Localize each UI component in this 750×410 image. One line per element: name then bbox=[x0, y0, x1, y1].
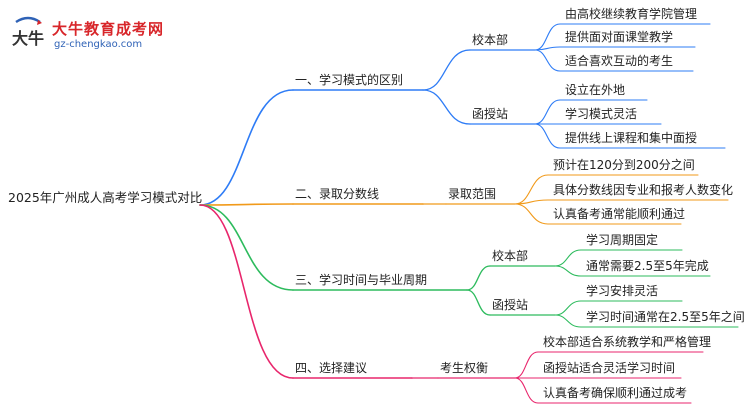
logo-mark-text: 大牛 bbox=[12, 29, 44, 48]
branch-connector-3 bbox=[199, 204, 294, 291]
leaf-connector-3-2-2 bbox=[554, 314, 582, 328]
leaf-connector-1-2-1 bbox=[534, 99, 561, 125]
leaf-connector-3-1-2 bbox=[554, 265, 582, 277]
leaf-3-2-1: 学习安排灵活 bbox=[586, 284, 659, 298]
leaf-connector-1-1-1 bbox=[534, 23, 561, 51]
leaf-connector-2-1-3 bbox=[514, 203, 549, 225]
root-topic: 2025年广州成人高考学习模式对比 bbox=[8, 190, 203, 205]
logo-url: gz-chengkao.com bbox=[54, 39, 143, 50]
leaf-2-1-1: 预计在120分到200分之间 bbox=[553, 158, 695, 172]
leaf-4-1-3: 认真备考确保顺利通过成考 bbox=[543, 386, 688, 400]
sub-topic-1-1: 校本部 bbox=[472, 33, 509, 47]
leaf-2-1-2: 具体分数线因专业和报考人数变化 bbox=[553, 183, 734, 197]
leaf-1-1-1: 由高校继续教育学院管理 bbox=[565, 7, 698, 21]
branch-label-2: 二、录取分数线 bbox=[295, 187, 380, 201]
leaf-4-1-2: 函授站适合灵活学习时间 bbox=[543, 361, 676, 375]
leaf-connector-4-1-3 bbox=[514, 377, 539, 404]
sub-connector-3-1 bbox=[466, 265, 491, 291]
sub-topic-3-2: 函授站 bbox=[492, 298, 529, 312]
leaf-2-1-3: 认真备考通常能顺利通过 bbox=[553, 207, 686, 221]
sub-topic-1-2: 函授站 bbox=[472, 107, 509, 121]
leaf-1-2-2: 学习模式灵活 bbox=[565, 107, 638, 121]
leaf-3-1-2: 通常需要2.5至5年完成 bbox=[586, 259, 709, 273]
sub-connector-1-1 bbox=[422, 49, 471, 91]
leaf-connector-1-2-3 bbox=[534, 123, 561, 149]
branch-connector-1 bbox=[199, 89, 294, 206]
leaf-4-1-1: 校本部适合系统教学和严格管理 bbox=[543, 335, 712, 349]
leaf-1-2-1: 设立在外地 bbox=[565, 83, 626, 97]
site-logo: 大牛 大牛教育成考网 gz-chengkao.com bbox=[8, 14, 178, 58]
leaf-connector-2-1-1 bbox=[514, 174, 549, 205]
leaf-1-2-3: 提供线上课程和集中面授 bbox=[565, 131, 698, 145]
leaf-3-2-2: 学习时间通常在2.5至5年之间 bbox=[586, 310, 745, 324]
logo-mark-icon: 大牛 bbox=[12, 16, 44, 48]
sub-topic-4-1: 考生权衡 bbox=[440, 361, 489, 375]
leaf-connector-1-1-3 bbox=[534, 49, 561, 72]
leaf-1-1-2: 提供面对面课堂教学 bbox=[565, 30, 674, 44]
leaf-3-1-1: 学习周期固定 bbox=[586, 233, 659, 247]
leaf-1-1-3: 适合喜欢互动的考生 bbox=[565, 54, 674, 68]
leaf-connector-3-1-1 bbox=[554, 249, 582, 267]
logo-title: 大牛教育成考网 bbox=[52, 20, 165, 38]
branch-label-4: 四、选择建议 bbox=[295, 361, 368, 375]
sub-connector-3-2 bbox=[466, 289, 491, 316]
sub-connector-1-2 bbox=[422, 89, 471, 125]
leaf-connector-4-1-1 bbox=[514, 351, 539, 379]
branch-connector-2 bbox=[199, 203, 294, 206]
leaf-connector-3-2-1 bbox=[554, 300, 582, 316]
sub-topic-2-1: 录取范围 bbox=[448, 187, 497, 201]
branch-label-1: 一、学习模式的区别 bbox=[295, 73, 404, 87]
sub-topic-3-1: 校本部 bbox=[492, 249, 529, 263]
branch-connector-4 bbox=[199, 204, 294, 379]
leaf-connector-2-1-2 bbox=[514, 199, 549, 205]
branch-label-3: 三、学习时间与毕业周期 bbox=[295, 273, 428, 287]
